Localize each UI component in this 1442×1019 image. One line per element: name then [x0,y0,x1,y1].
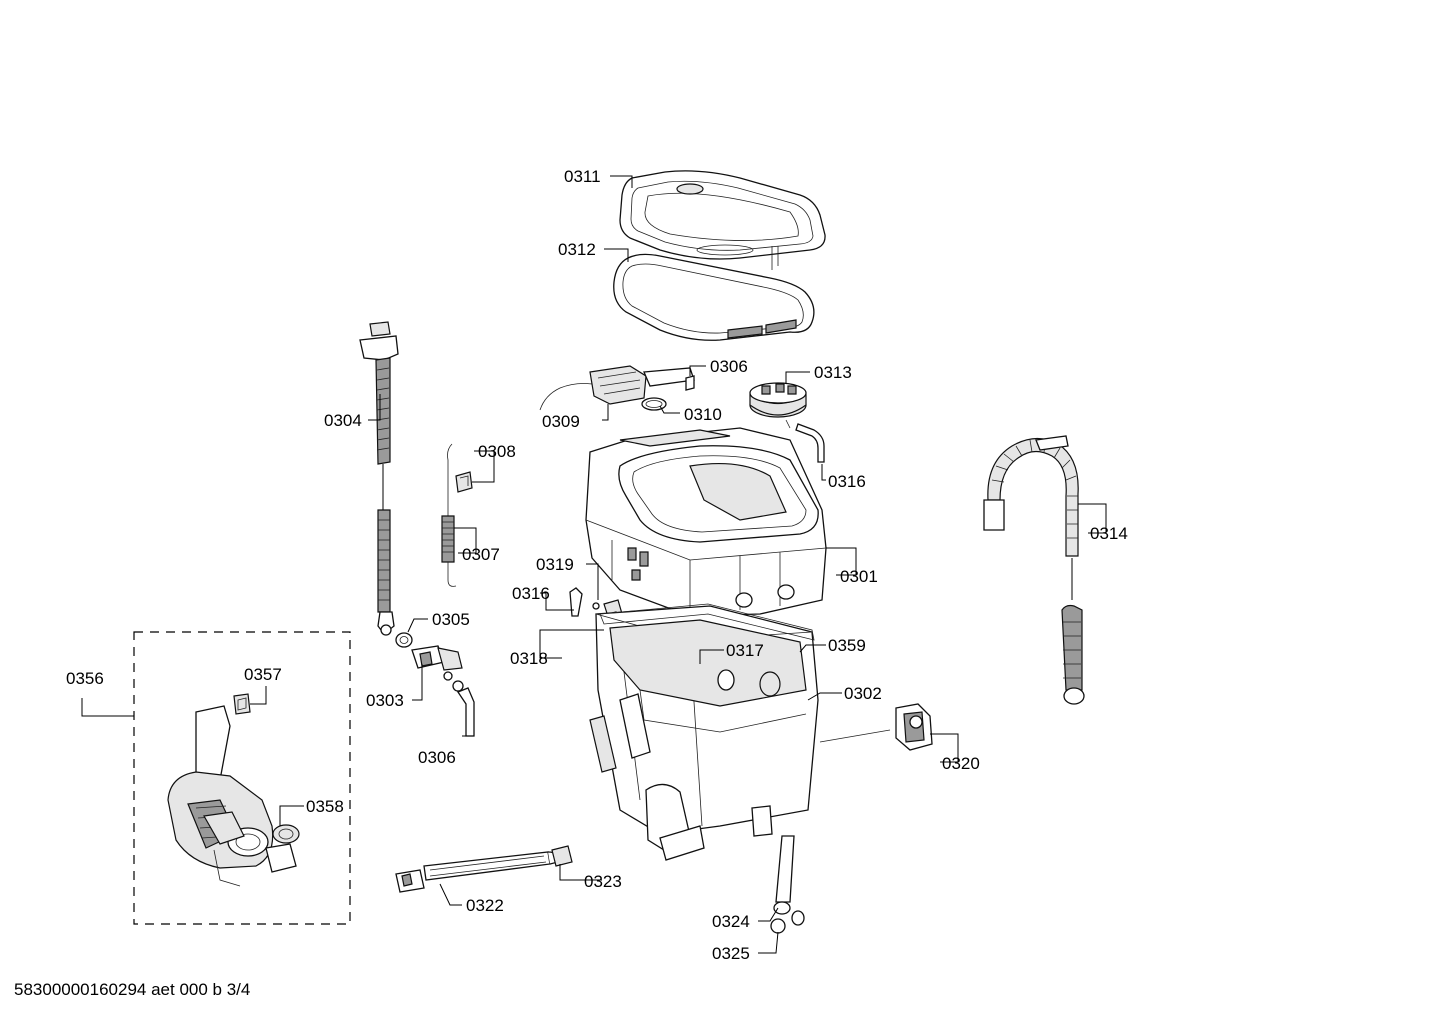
callout-0301: 0301 [840,567,878,586]
callout-0357: 0357 [244,665,282,684]
part-0310-o-ring [641,397,667,411]
part-0356-sump-assembly [167,705,297,887]
callout-0318: 0318 [510,649,548,668]
callout-0306-upper: 0306 [710,357,748,376]
drawing-reference-code: 58300000160294 aet 000 b 3/4 [14,980,251,999]
callout-0319: 0319 [536,555,574,574]
callout-0302: 0302 [844,684,882,703]
callout-0356: 0356 [66,669,104,688]
part-0305-seal-ring [380,624,413,648]
part-0358-seal [272,824,300,844]
callout-0316-lower: 0316 [512,584,550,603]
callout-0359: 0359 [828,636,866,655]
callout-0303: 0303 [366,691,404,710]
callout-0358: 0358 [306,797,344,816]
part-0306-hose-lower [457,687,475,737]
callout-0304: 0304 [324,411,362,430]
callout-0324: 0324 [712,912,750,931]
part-0356-group-box [133,631,351,925]
part-0312-gasket-ring [613,253,815,341]
part-0316-small-hose-lower [569,587,583,617]
callout-0309: 0309 [542,412,580,431]
part-0322-heating-element [395,851,559,893]
leader-lines [81,175,1107,954]
callout-0307: 0307 [462,545,500,564]
callout-0320: 0320 [942,754,980,773]
part-0316-small-hose-upper [795,423,825,463]
part-0319-pin [592,602,600,610]
callout-0306-lower: 0306 [418,748,456,767]
callout-0311: 0311 [564,167,601,186]
part-0308-clip [455,471,473,493]
callout-0314: 0314 [1090,524,1128,543]
callout-0310: 0310 [684,405,722,424]
callout-labels: 0311 0312 0306 0313 0309 0310 0304 0308 … [66,167,1128,963]
callout-0323: 0323 [584,872,622,891]
callout-0317: 0317 [726,641,764,660]
part-0309-control-sensor [539,365,695,411]
part-0314-drain-hose [983,435,1085,705]
part-0303-inlet-valve [411,645,464,692]
part-0307-spring [441,443,457,587]
callout-0305: 0305 [432,610,470,629]
part-0320-pump [895,703,933,751]
part-0301-upper-housing [585,427,827,617]
part-0311-door-seal-frame [619,170,826,270]
callout-0308: 0308 [478,442,516,461]
part-0359-tub-seal [599,603,815,641]
part-0324-strap [773,835,795,915]
callout-0313: 0313 [814,363,852,382]
part-0313-pressure-switch [749,382,807,429]
callout-0316-upper: 0316 [828,472,866,491]
callout-0322: 0322 [466,896,504,915]
callout-0325: 0325 [712,944,750,963]
part-0323-clamp [551,845,573,867]
callout-0312: 0312 [558,240,596,259]
part-0325-caps [770,910,805,934]
part-0302-lower-tub [589,605,819,861]
part-0357-clip [233,693,251,715]
part-0304-inlet-hose [359,321,399,635]
